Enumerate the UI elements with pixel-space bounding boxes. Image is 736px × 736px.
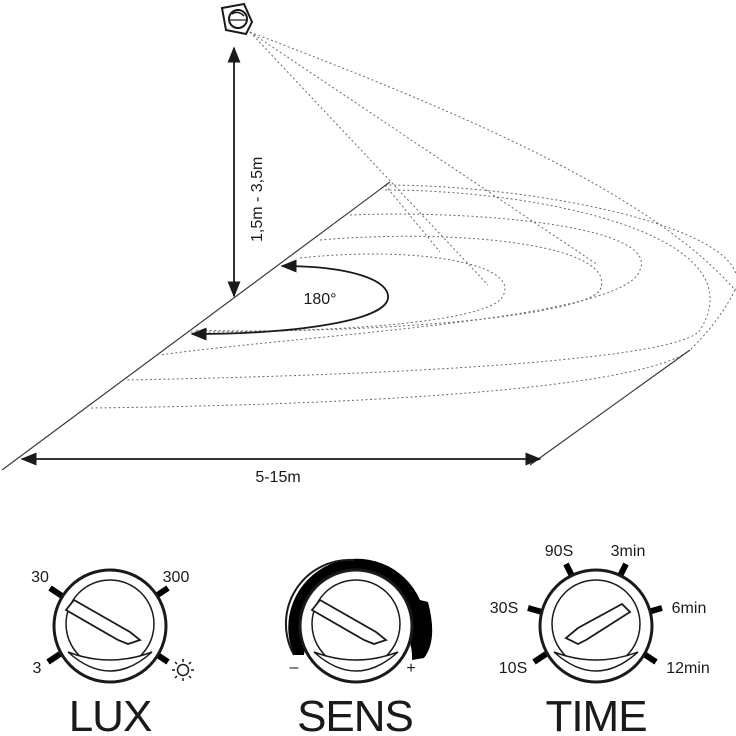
time-tick-label-6min: 6min [672, 600, 707, 617]
sun-icon [172, 659, 194, 681]
time-tick-3min [617, 562, 629, 578]
sens-minus-label: – [290, 659, 299, 676]
lux-knob-pointer [64, 598, 142, 645]
time-dial[interactable]: 90S 3min 30S 6min 10S 12min TIME [490, 543, 710, 736]
lux-dial[interactable]: 30 300 3 LUX [31, 568, 194, 736]
sens-dial[interactable]: – + SENS [284, 558, 433, 736]
sens-knob-pointer [310, 598, 388, 645]
lux-tick-label-3: 3 [33, 660, 42, 677]
time-tick-label-30s: 30S [490, 600, 518, 617]
lux-title: LUX [69, 692, 152, 736]
time-knob-pointer [564, 602, 632, 646]
height-dimension: 1,5m - 3,5m [227, 46, 266, 298]
time-title: TIME [545, 692, 646, 736]
time-tick-label-3min: 3min [611, 543, 646, 560]
range-dimension: 5-15m [20, 452, 542, 486]
time-tick-label-90s: 90S [545, 543, 573, 560]
time-tick-label-10s: 10S [499, 660, 527, 677]
range-label: 5-15m [255, 469, 300, 486]
floor-outline [1, 181, 691, 471]
angle-label: 180° [303, 291, 336, 308]
detection-zone-rings [89, 189, 711, 409]
time-tick-label-12min: 12min [666, 660, 710, 677]
lux-tick-label-30: 30 [31, 569, 49, 586]
lux-tick-30 [48, 585, 64, 599]
sens-plus-label: + [406, 660, 415, 677]
height-label: 1,5m - 3,5m [249, 157, 266, 242]
angle-indicator: 180° [190, 259, 389, 341]
time-tick-30s [527, 605, 543, 615]
time-tick-10s [532, 651, 548, 665]
lux-tick-label-300: 300 [163, 569, 190, 586]
lux-tick-3 [46, 651, 62, 665]
sens-title: SENS [297, 692, 413, 736]
sensor-icon [220, 2, 254, 36]
detection-cone [249, 31, 736, 351]
time-tick-90s [563, 562, 575, 578]
time-tick-12min [642, 651, 658, 665]
